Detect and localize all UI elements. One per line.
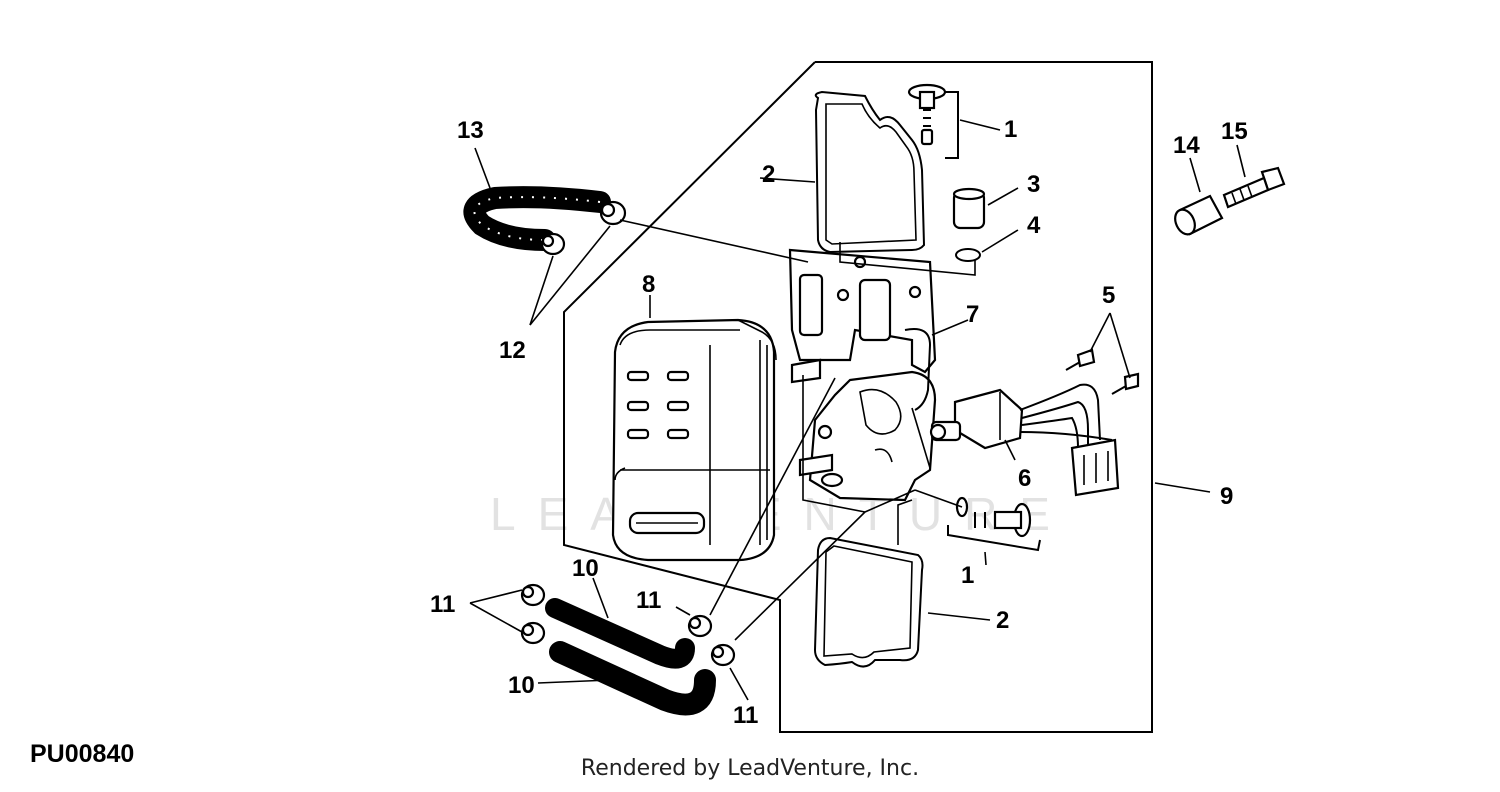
bracket-1-upper — [945, 91, 959, 159]
callout-10-lower: 10 — [508, 672, 535, 699]
callout-2-lower: 2 — [996, 607, 1009, 634]
callout-10-upper: 10 — [572, 555, 599, 582]
callout-12: 12 — [499, 337, 526, 364]
leader-lines — [469, 119, 1246, 701]
callout-9: 9 — [1220, 483, 1233, 510]
gasket-lower — [813, 536, 924, 668]
callout-1-upper: 1 — [1004, 116, 1017, 143]
carburetor-body — [788, 248, 937, 502]
clamps-12 — [540, 200, 627, 256]
wire-harness — [1019, 383, 1120, 497]
gasket-upper-inner — [825, 103, 917, 245]
callout-1-lower: 1 — [961, 562, 974, 589]
screw-lower — [955, 496, 1032, 538]
callout-11-lower: 11 — [733, 702, 758, 729]
screws-5 — [1065, 348, 1140, 395]
callout-14: 14 — [1173, 132, 1200, 159]
cover-part — [611, 318, 777, 562]
callout-2-upper: 2 — [762, 161, 775, 188]
bushing-14 — [1174, 194, 1224, 236]
filter-part — [952, 187, 986, 230]
o-ring — [955, 248, 981, 262]
callout-11-left: 11 — [430, 591, 455, 618]
callouts: 1 2 3 4 5 6 7 8 9 10 10 11 11 11 12 13 1… — [430, 116, 1248, 729]
diagram-id: PU00840 — [30, 740, 135, 768]
bolt-15 — [1222, 166, 1286, 209]
gasket-lower-inner — [823, 545, 913, 659]
callout-11-mid: 11 — [636, 587, 661, 614]
callout-8: 8 — [642, 271, 655, 298]
bracket-1-lower — [947, 525, 1041, 552]
credit-text: Rendered by LeadVenture, Inc. — [580, 756, 920, 781]
callout-3: 3 — [1027, 171, 1040, 198]
callout-5: 5 — [1102, 282, 1115, 309]
clamps-11 — [520, 583, 736, 667]
solenoid-part — [929, 388, 1024, 450]
callout-15: 15 — [1221, 118, 1248, 145]
callout-4: 4 — [1027, 212, 1041, 239]
hose-10-lower — [549, 641, 716, 716]
hose-13 — [463, 186, 611, 251]
callout-13: 13 — [457, 117, 484, 144]
callout-7: 7 — [966, 301, 979, 328]
callout-6: 6 — [1018, 465, 1031, 492]
screw-upper — [907, 83, 947, 146]
gasket-upper — [814, 90, 926, 254]
assembly-frame — [563, 61, 1153, 733]
linkage-wire — [904, 328, 932, 411]
hose-10-upper — [545, 598, 695, 669]
